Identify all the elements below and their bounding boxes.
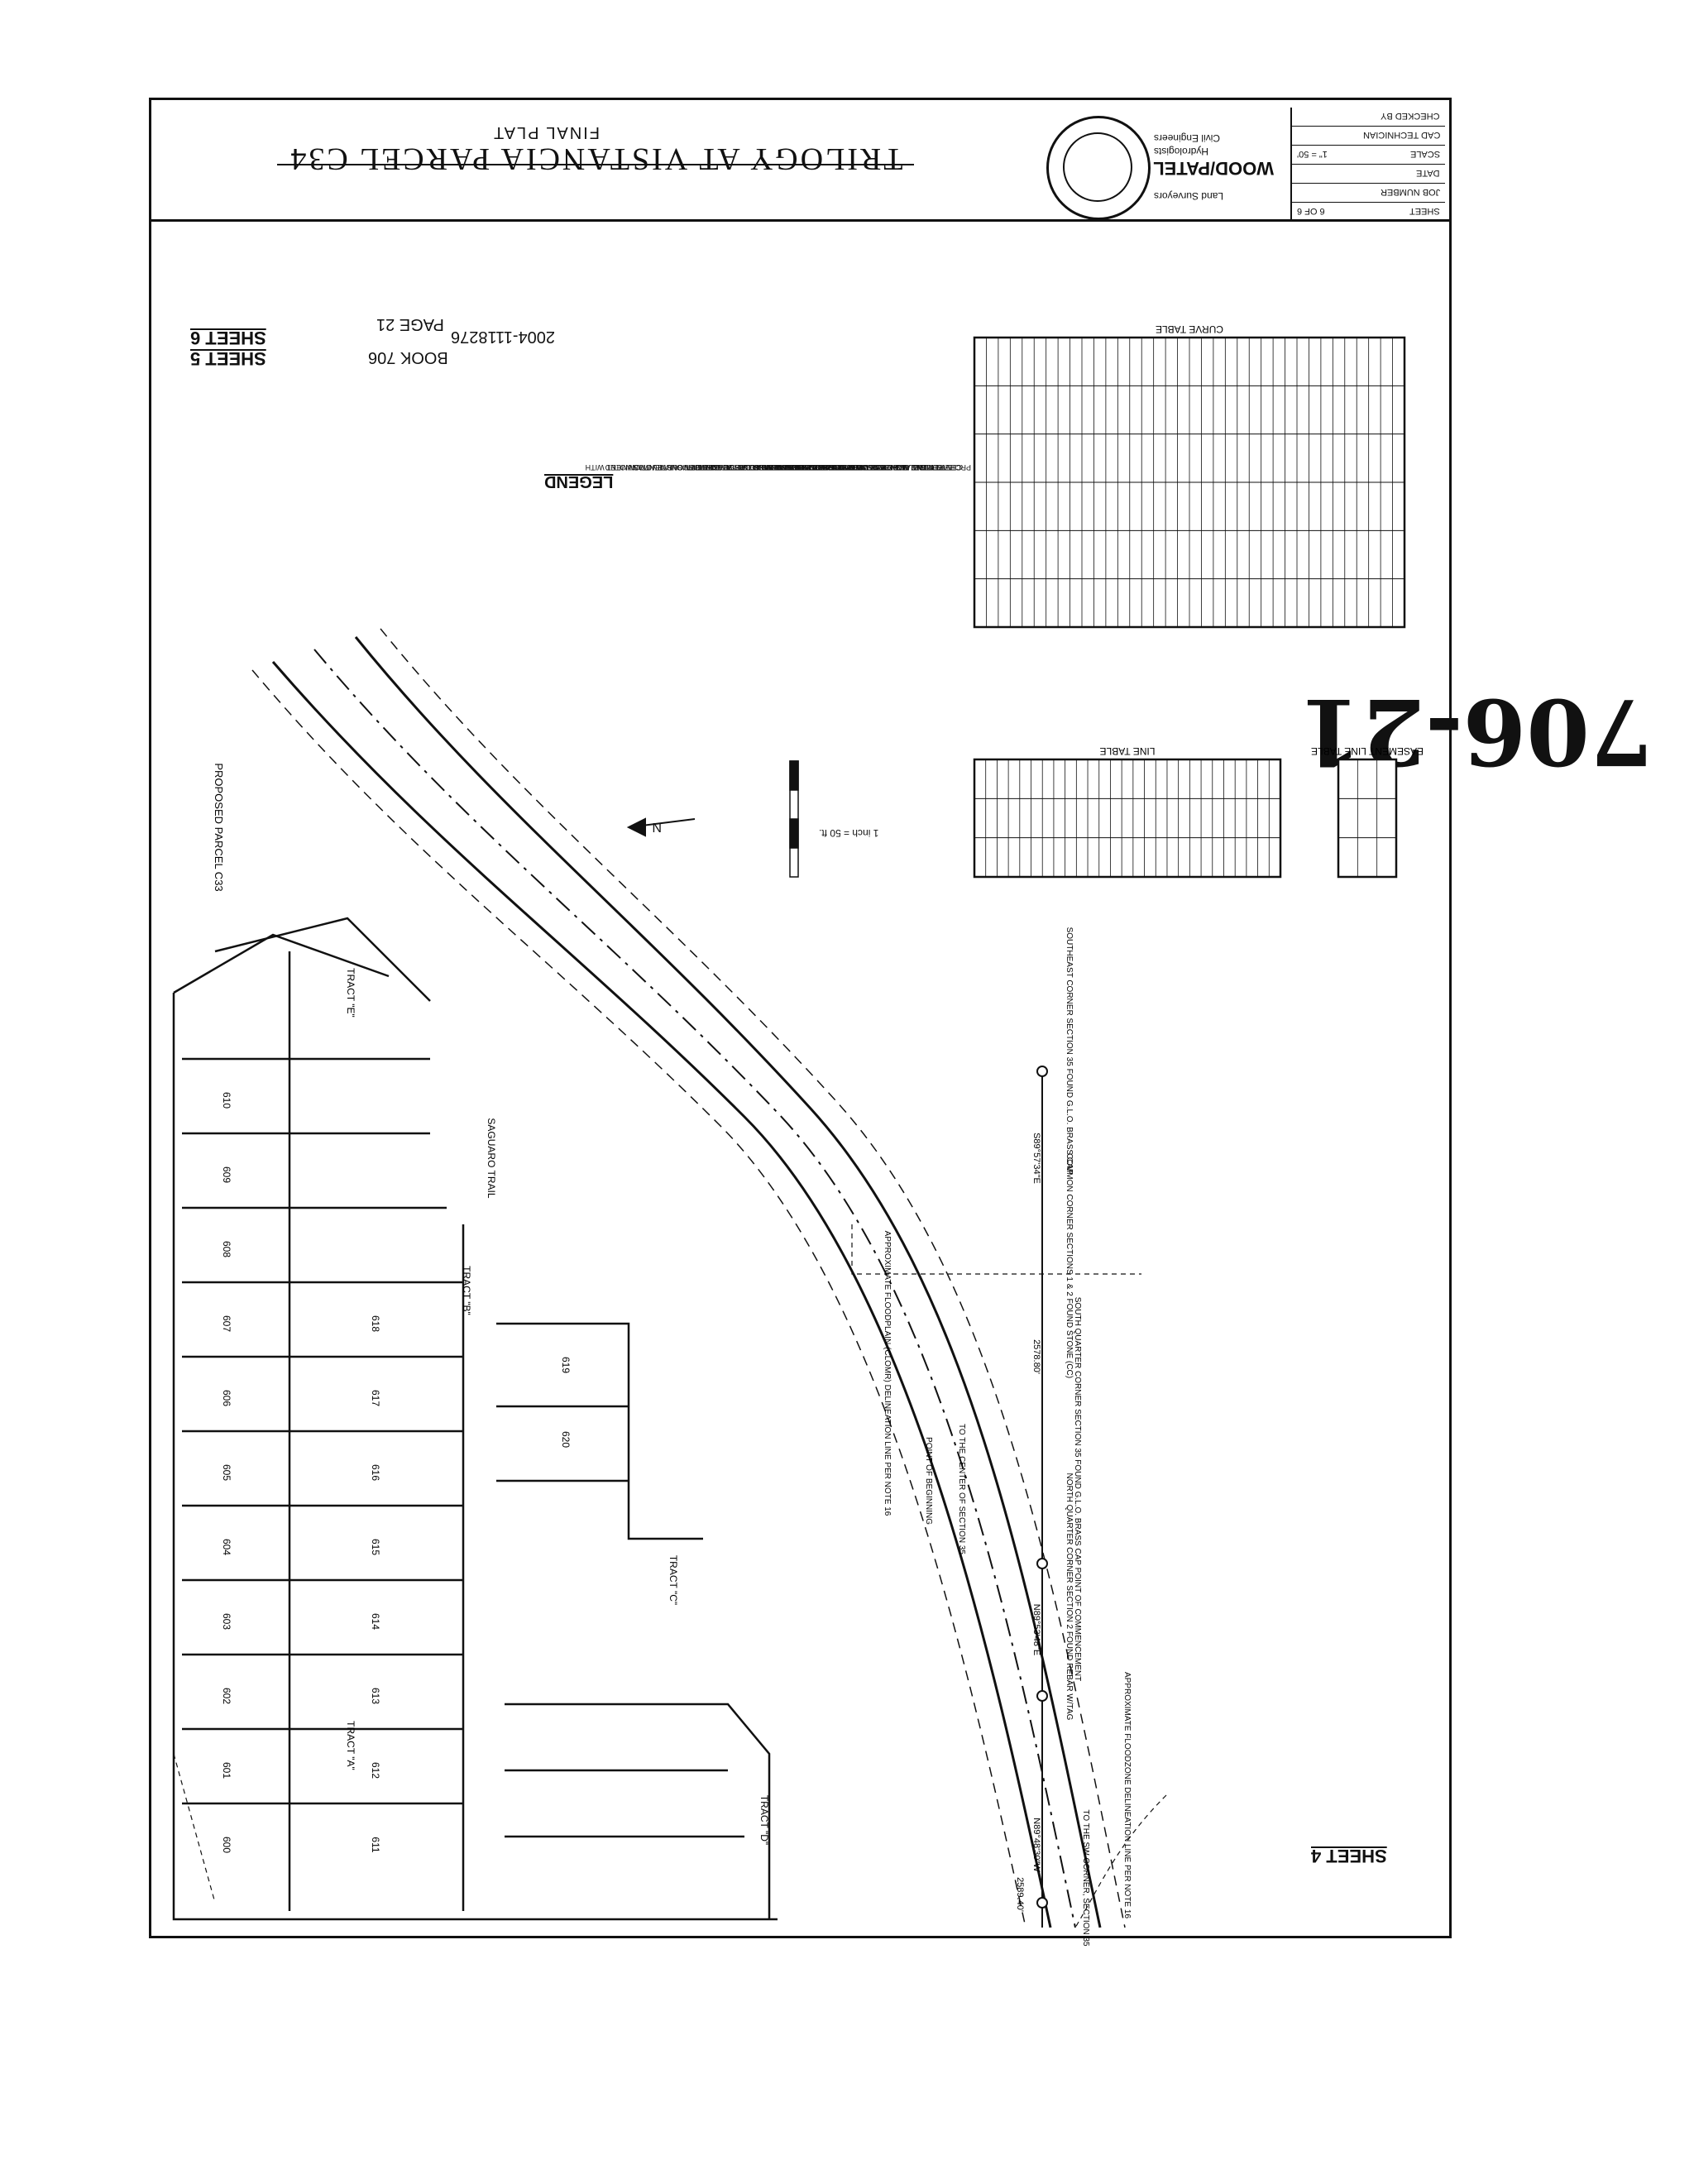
tb-job: JOB NUMBER xyxy=(1292,184,1445,203)
lot-number: 617 xyxy=(370,1390,381,1406)
easement-table: EASEMENT LINE TABLE xyxy=(1311,745,1424,879)
lot-number: 613 xyxy=(370,1688,381,1704)
curve-table: CURVE TABLE xyxy=(973,323,1406,629)
tb-cad: CAD TECHNICIAN xyxy=(1292,127,1445,146)
lot-boundaries xyxy=(172,917,778,1921)
line-table: LINE TABLE xyxy=(973,745,1282,879)
lot-number: 612 xyxy=(370,1762,381,1779)
tract-label: TRACT "C" xyxy=(668,1555,679,1605)
tract-label: TRACT "B" xyxy=(461,1266,472,1315)
lot-number: 616 xyxy=(370,1464,381,1481)
lot-number: 607 xyxy=(221,1315,232,1332)
tract-label: TRACT "E" xyxy=(345,968,357,1018)
plan-note: APPROXIMATE FLOODPLAIN (CLOMR) DELINEATI… xyxy=(883,1231,892,1516)
lot-number: 601 xyxy=(221,1762,232,1779)
bearing-label: 2578.80' xyxy=(1031,1339,1041,1374)
road-centerline xyxy=(313,649,1076,1928)
lot-number: 608 xyxy=(221,1241,232,1257)
lot-number: 618 xyxy=(370,1315,381,1332)
monuments xyxy=(1036,1066,1048,1909)
lot-number: 609 xyxy=(221,1166,232,1183)
proposed-parcel-label: PROPOSED PARCEL C33 xyxy=(213,763,225,891)
plan-note: APPROXIMATE FLOODZONE DELINEATION LINE P… xyxy=(1122,1672,1132,1918)
easement-table-title: EASEMENT LINE TABLE xyxy=(1311,745,1424,757)
plan-note: TO THE SW CORNER, SECTION 35 xyxy=(1081,1809,1090,1947)
bearing-label: N89°53'48"E xyxy=(1031,1604,1041,1655)
floodplain-lines xyxy=(173,1224,1167,1928)
title-strip xyxy=(149,98,1452,222)
bearing-label: S89°57'34"E xyxy=(1031,1133,1041,1184)
lot-number: 615 xyxy=(370,1539,381,1555)
bearing-label: 2589.40' xyxy=(1015,1877,1025,1912)
plan-note: SOUTHEAST CORNER SECTION 35 FOUND G.L.O.… xyxy=(1065,927,1074,1175)
lot-number: 604 xyxy=(221,1539,232,1555)
plan-note: NORTH QUARTER CORNER SECTION 2 FOUND REB… xyxy=(1065,1473,1074,1721)
plan-labels: PROPOSED PARCEL C33 600 601 602 603 604 605 606… xyxy=(213,763,1132,1947)
surveyor-seal-icon xyxy=(1046,116,1151,220)
title-underline xyxy=(277,164,914,165)
lot-number: 614 xyxy=(370,1613,381,1630)
lot-number: 600 xyxy=(221,1837,232,1853)
plan-note: POINT OF BEGINNING xyxy=(924,1437,933,1525)
easement-lines xyxy=(251,628,1126,1928)
surveyor-seal-inner xyxy=(1063,132,1132,202)
curve-table-title: CURVE TABLE xyxy=(1156,323,1223,335)
road-right-of-way xyxy=(271,636,1102,1928)
tables: CURVE TABLE LINE TABLE EASEMENT LINE TABLE xyxy=(973,323,1424,879)
street-label: SAGUARO TRAIL xyxy=(486,1118,497,1198)
scale-bar xyxy=(789,760,799,878)
tb-date: DATE xyxy=(1292,165,1445,184)
lot-number: 605 xyxy=(221,1464,232,1481)
sheet-border xyxy=(149,98,1452,1938)
lot-number: 606 xyxy=(221,1390,232,1406)
lot-number: 611 xyxy=(370,1837,381,1852)
tract-label: TRACT "A" xyxy=(345,1721,357,1770)
lot-number: 620 xyxy=(560,1431,572,1448)
lot-number: 603 xyxy=(221,1613,232,1630)
plan-note: TO THE CENTER OF SECTION 35 xyxy=(957,1424,966,1554)
north-arrow-icon: N xyxy=(626,817,696,837)
plan-note: COMMON CORNER SECTIONS 1 & 2 FOUND STONE… xyxy=(1065,1153,1074,1378)
lot-number: 602 xyxy=(221,1688,232,1704)
line-table-title: LINE TABLE xyxy=(1100,745,1156,757)
tract-label: TRACT "D" xyxy=(758,1795,770,1845)
lot-number: 610 xyxy=(221,1092,232,1109)
svg-text:N: N xyxy=(652,820,662,834)
plan-note: SOUTH QUARTER CORNER SECTION 35 FOUND G.… xyxy=(1073,1297,1082,1682)
tb-checked: CHECKED BY xyxy=(1292,108,1445,127)
bearing-label: N89°48'30"W xyxy=(1031,1818,1041,1872)
lot-number: 619 xyxy=(560,1357,572,1373)
